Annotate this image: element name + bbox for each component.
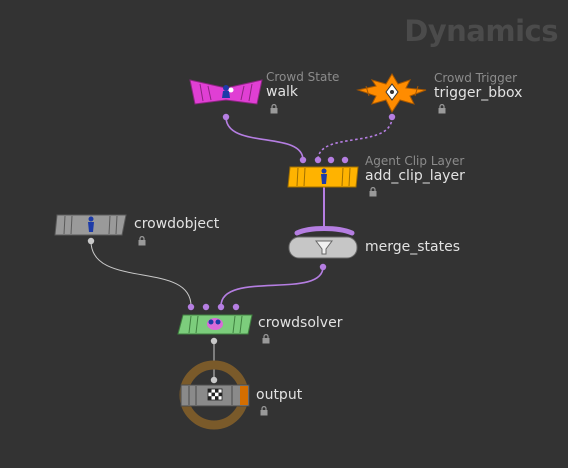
person-figure-icon (88, 216, 94, 232)
wire-merge-to-solver[interactable] (220, 266, 324, 307)
clip-layer-input-4[interactable] (341, 156, 349, 164)
wire-crowdobject-to-solver[interactable] (90, 240, 192, 307)
node-output[interactable] (179, 360, 250, 430)
crowd-solver-icon (207, 318, 223, 330)
node-crowdsolver[interactable] (177, 303, 253, 345)
node-type-label: Agent Clip Layer (365, 154, 465, 168)
agent-figure-icon (321, 168, 327, 184)
clip-layer-input-3[interactable] (327, 156, 335, 164)
context-title: Dynamics (404, 14, 558, 48)
trigger-starburst-icon (385, 83, 399, 101)
lock-icon (262, 334, 270, 344)
node-name-label[interactable]: crowdsolver (258, 315, 343, 331)
solver-input-1[interactable] (187, 303, 195, 311)
node-name-label[interactable]: add_clip_layer (365, 168, 465, 184)
node-merge-output[interactable] (319, 263, 327, 271)
walking-figure-icon (222, 85, 234, 98)
output-input[interactable] (210, 376, 218, 384)
funnel-icon (315, 240, 333, 255)
output-display-flag[interactable] (240, 386, 248, 405)
node-trigger-output[interactable] (388, 113, 396, 121)
lock-icon (369, 187, 377, 197)
node-name-label[interactable]: crowdobject (134, 216, 220, 232)
solver-input-2[interactable] (202, 303, 210, 311)
node-merge-states[interactable] (288, 226, 358, 271)
node-walk[interactable] (189, 79, 263, 121)
node-add-clip-layer[interactable] (287, 156, 359, 197)
clip-layer-input-2[interactable] (314, 156, 322, 164)
node-trigger-bbox[interactable] (356, 73, 427, 121)
node-type-label: Crowd Trigger (434, 71, 518, 85)
clip-layer-input-1[interactable] (299, 156, 307, 164)
node-name-label[interactable]: walk (266, 84, 299, 100)
node-crowdsolver-output[interactable] (210, 337, 218, 345)
checkered-flag-icon (207, 388, 223, 401)
lock-icon (260, 406, 268, 416)
node-type-label: Crowd State (266, 70, 340, 84)
node-name-label[interactable]: output (256, 387, 303, 403)
lock-icon (438, 104, 446, 114)
solver-input-4[interactable] (232, 303, 240, 311)
node-crowdobject[interactable] (54, 214, 127, 245)
node-crowdobject-output[interactable] (87, 237, 95, 245)
lock-icon (138, 236, 146, 246)
merge-selected-highlight (294, 226, 355, 236)
node-walk-output[interactable] (222, 113, 230, 121)
node-name-label[interactable]: trigger_bbox (434, 85, 523, 101)
solver-input-3[interactable] (217, 303, 225, 311)
lock-icon (270, 104, 278, 114)
node-name-label[interactable]: merge_states (365, 239, 461, 255)
wire-walk-to-clip-layer[interactable] (225, 116, 304, 161)
